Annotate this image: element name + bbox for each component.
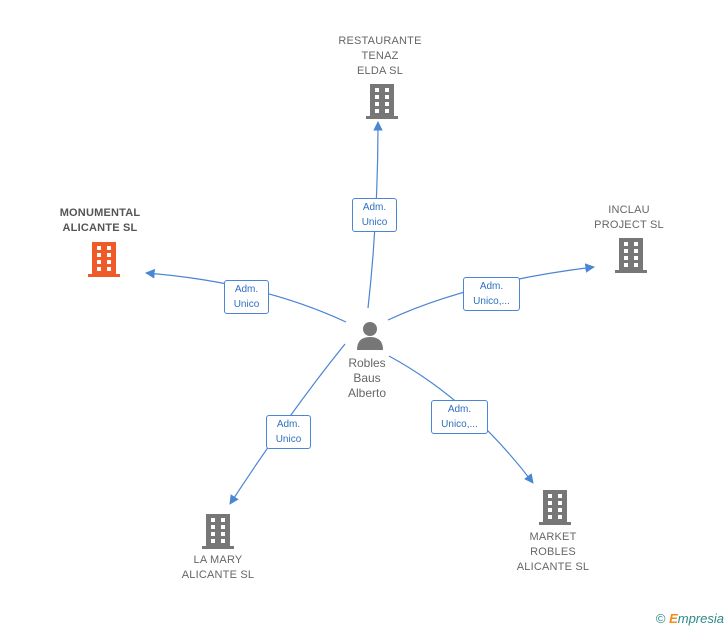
company-label-monumental[interactable]: MONUMENTAL ALICANTE SL — [59, 207, 141, 234]
role-label-market[interactable]: Adm. Unico,... — [431, 400, 488, 434]
company-label-lamary[interactable]: LA MARY ALICANTE SL — [181, 554, 255, 581]
copyright-symbol: © — [655, 611, 666, 626]
company-label-restaurante[interactable]: RESTAURANTE TENAZ ELDA SL — [338, 35, 422, 77]
role-label-restaurante[interactable]: Adm. Unico — [352, 198, 397, 232]
role-label-monumental[interactable]: Adm. Unico — [224, 280, 269, 314]
building-icon[interactable] — [615, 238, 647, 274]
building-icon[interactable] — [202, 514, 234, 550]
building-icon-focus[interactable] — [88, 242, 120, 278]
building-icon[interactable] — [366, 84, 398, 120]
company-label-inclau[interactable]: INCLAU PROJECT SL — [594, 204, 664, 231]
brand-logo-initial: E — [669, 611, 678, 626]
person-name[interactable]: Robles Baus Alberto — [347, 356, 387, 400]
brand-logo-text: mpresia — [677, 611, 724, 626]
company-label-market[interactable]: MARKET ROBLES ALICANTE SL — [516, 531, 590, 573]
role-label-lamary[interactable]: Adm. Unico — [266, 415, 311, 449]
brand-watermark: © Empresia — [656, 611, 724, 626]
person-icon[interactable] — [355, 320, 385, 350]
building-icon[interactable] — [539, 490, 571, 526]
role-label-inclau[interactable]: Adm. Unico,... — [463, 277, 520, 311]
